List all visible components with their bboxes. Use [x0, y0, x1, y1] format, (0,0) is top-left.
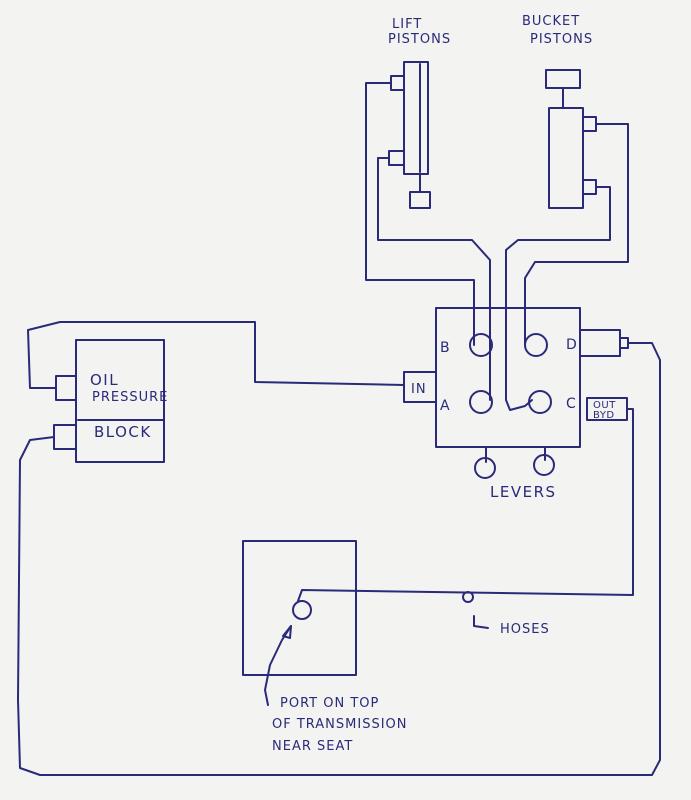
bucket-label-line2: PISTONS	[530, 32, 593, 47]
port-arrow	[282, 625, 292, 639]
out-label-line2: BYD	[593, 410, 615, 421]
hose-lift-side-to-a	[377, 157, 491, 401]
lift-rod-end	[409, 191, 431, 209]
labels: LIFT PISTONS BUCKET PISTONS OIL PRESSURE…	[90, 14, 616, 754]
note-line3: NEAR SEAT	[272, 739, 353, 754]
bucket-label-line1: BUCKET	[522, 14, 580, 29]
hose-lift-top-to-b	[365, 82, 475, 346]
lever-knob-right	[533, 454, 555, 476]
hose-bucket-top-to-c	[524, 123, 629, 346]
piston-hoses	[365, 82, 629, 411]
note-line2: OF TRANSMISSION	[272, 717, 408, 732]
lift-top-fitting	[390, 75, 405, 91]
in-port-box	[403, 371, 437, 403]
port-d-fitting	[524, 333, 548, 357]
hoses-label: HOSES	[500, 622, 550, 637]
control-valve	[403, 307, 629, 479]
oil-label-line3: BLOCK	[94, 423, 152, 441]
transmission-box	[242, 540, 357, 676]
bucket-bottom-fitting	[582, 179, 597, 195]
hose-out-to-transmission	[297, 408, 634, 602]
in-port-label: IN	[411, 382, 427, 397]
transmission-port	[292, 600, 312, 620]
bucket-top-fitting	[582, 116, 597, 132]
out-label-line1: OUT	[593, 400, 616, 411]
d-port-fitting	[579, 329, 621, 357]
port-c-fitting	[528, 390, 552, 414]
oil-block-top-fitting	[55, 375, 77, 401]
main-hoses	[17, 321, 661, 776]
lift-piston	[388, 61, 431, 209]
lift-label-line2: PISTONS	[388, 32, 451, 47]
lift-cylinder	[403, 61, 429, 175]
bucket-rod-end	[545, 69, 581, 89]
port-d-label: D	[566, 337, 578, 353]
hose-block-to-in	[27, 321, 405, 389]
transmission	[242, 540, 474, 676]
hose-bucket-bottom-to-d	[505, 186, 611, 411]
oil-label-line1: OIL	[90, 371, 119, 389]
hose-d-to-block	[17, 342, 661, 776]
port-a-fitting	[469, 390, 493, 414]
port-leader-line	[264, 625, 292, 706]
port-b-fitting	[469, 333, 493, 357]
port-c-label: C	[566, 396, 577, 412]
oil-block-bottom-fitting	[53, 424, 77, 450]
bucket-piston	[545, 69, 597, 209]
valve-body	[435, 307, 581, 448]
lever-knob-left	[474, 457, 496, 479]
levers-label: LEVERS	[490, 483, 557, 501]
lift-side-fitting	[388, 150, 405, 166]
port-a-label: A	[440, 398, 451, 414]
note-line1: PORT ON TOP	[280, 696, 379, 711]
bucket-cylinder	[548, 107, 584, 209]
port-b-label: B	[440, 340, 451, 356]
lift-label-line1: LIFT	[392, 17, 422, 32]
hoses-leader	[473, 615, 489, 629]
oil-label-line2: PRESSURE	[92, 390, 168, 405]
